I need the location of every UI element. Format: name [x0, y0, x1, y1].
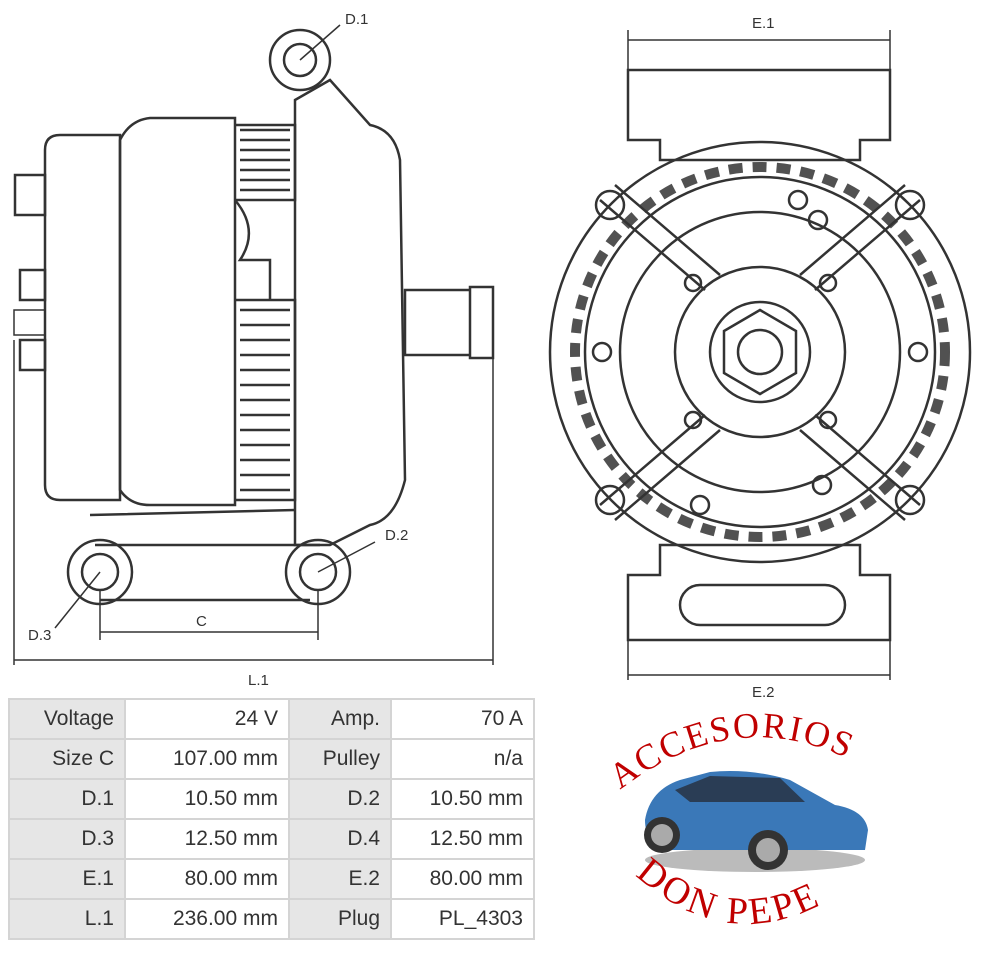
spec-label: Voltage	[8, 698, 126, 740]
spec-value: 12.50 mm	[390, 818, 535, 860]
spec-value: 24 V	[124, 698, 290, 740]
spec-value: n/a	[390, 738, 535, 780]
dimension-lines	[13, 24, 891, 680]
spec-label: Amp.	[288, 698, 392, 740]
spec-value: 10.50 mm	[390, 778, 535, 820]
spec-value: PL_4303	[390, 898, 535, 940]
spec-label: D.1	[8, 778, 126, 820]
spec-label: Size C	[8, 738, 126, 780]
alternator-front-view	[548, 68, 972, 642]
spec-label: D.2	[288, 778, 392, 820]
spec-label: Pulley	[288, 738, 392, 780]
spec-value: 70 A	[390, 698, 535, 740]
alternator-diagram: D.1 D.2 D.3 C L.1 E.1 E.2	[13, 11, 972, 700]
spec-value: 80.00 mm	[390, 858, 535, 900]
logo-accesorios-don-pepe: ACCESORIOS DON PEPE	[601, 710, 868, 933]
spec-label: Plug	[288, 898, 392, 940]
spec-label: E.1	[8, 858, 126, 900]
label-e1: E.1	[752, 15, 775, 32]
label-l1: L.1	[248, 672, 269, 689]
spec-value: 107.00 mm	[124, 738, 290, 780]
car-image	[644, 771, 868, 872]
spec-label: E.2	[288, 858, 392, 900]
label-d2: D.2	[385, 527, 408, 544]
alternator-side-view	[13, 28, 495, 606]
label-c: C	[196, 613, 207, 630]
spec-value: 12.50 mm	[124, 818, 290, 860]
label-d1: D.1	[345, 11, 368, 28]
label-e2: E.2	[752, 684, 775, 700]
spec-label: L.1	[8, 898, 126, 940]
label-d3: D.3	[28, 627, 51, 644]
spec-value: 236.00 mm	[124, 898, 290, 940]
spec-label: D.3	[8, 818, 126, 860]
spec-value: 10.50 mm	[124, 778, 290, 820]
spec-value: 80.00 mm	[124, 858, 290, 900]
spec-label: D.4	[288, 818, 392, 860]
